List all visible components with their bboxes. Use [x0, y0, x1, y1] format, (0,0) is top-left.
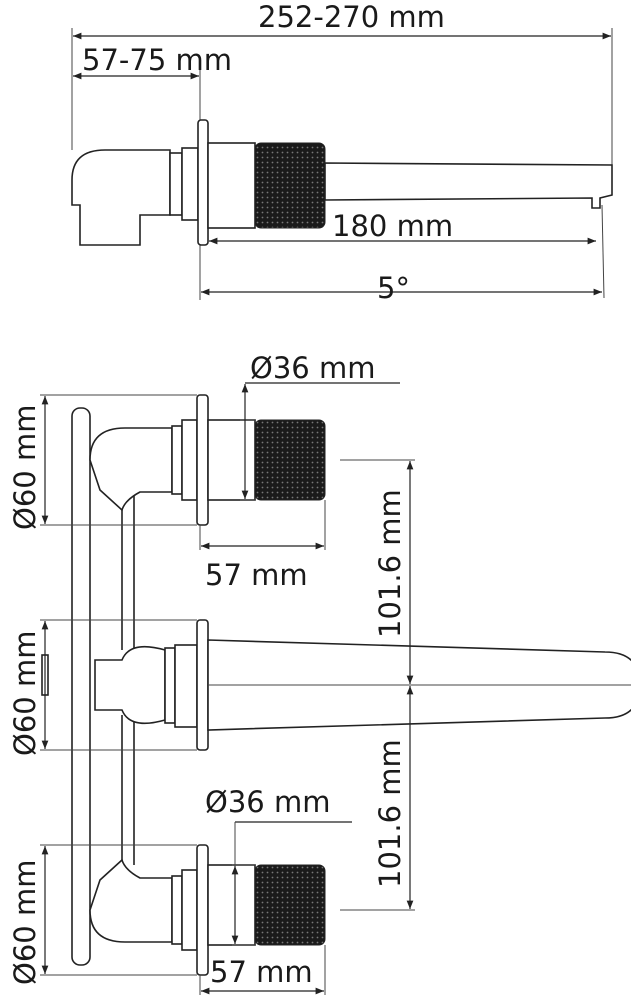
back-plate	[71, 407, 91, 966]
spout-rosette	[196, 619, 209, 751]
top-rosette	[196, 394, 209, 526]
bottom-handle-diameter-label: Ø36 mm	[205, 785, 330, 819]
side-rosette	[197, 119, 209, 246]
top-valve-body	[89, 427, 173, 512]
side-spout	[324, 162, 613, 209]
side-view: 252-270 mm 57-75 mm 180 mm 5°	[71, 0, 613, 305]
spout-length-label: 180 mm	[332, 209, 453, 243]
spout-angle-label: 5°	[377, 271, 410, 305]
spout-rosette-diameter-label: Ø60 mm	[8, 631, 42, 756]
top-handle-length-label: 57 mm	[205, 558, 308, 592]
bottom-rosette	[196, 844, 209, 976]
top-handle-diameter-label: Ø36 mm	[250, 351, 375, 385]
bottom-knurled-handle	[254, 864, 326, 946]
lower-spacing-label: 101.6 mm	[373, 739, 407, 888]
top-knurled-handle	[254, 419, 326, 501]
bottom-rosette-diameter-label: Ø60 mm	[8, 860, 42, 985]
front-view: Ø36 mm Ø60 mm Ø60 mm Ø60 mm 57 mm 101.6 …	[8, 351, 631, 995]
wall-elbow	[71, 149, 171, 246]
bottom-valve-body	[89, 858, 173, 943]
top-rosette-diameter-label: Ø60 mm	[8, 405, 42, 530]
front-spout-body	[94, 645, 166, 725]
overall-length-label: 252-270 mm	[258, 0, 445, 34]
bottom-handle-length-label: 57 mm	[210, 955, 313, 989]
wall-depth-label: 57-75 mm	[82, 43, 232, 77]
side-knurled-handle	[254, 142, 326, 229]
upper-spacing-label: 101.6 mm	[373, 489, 407, 638]
